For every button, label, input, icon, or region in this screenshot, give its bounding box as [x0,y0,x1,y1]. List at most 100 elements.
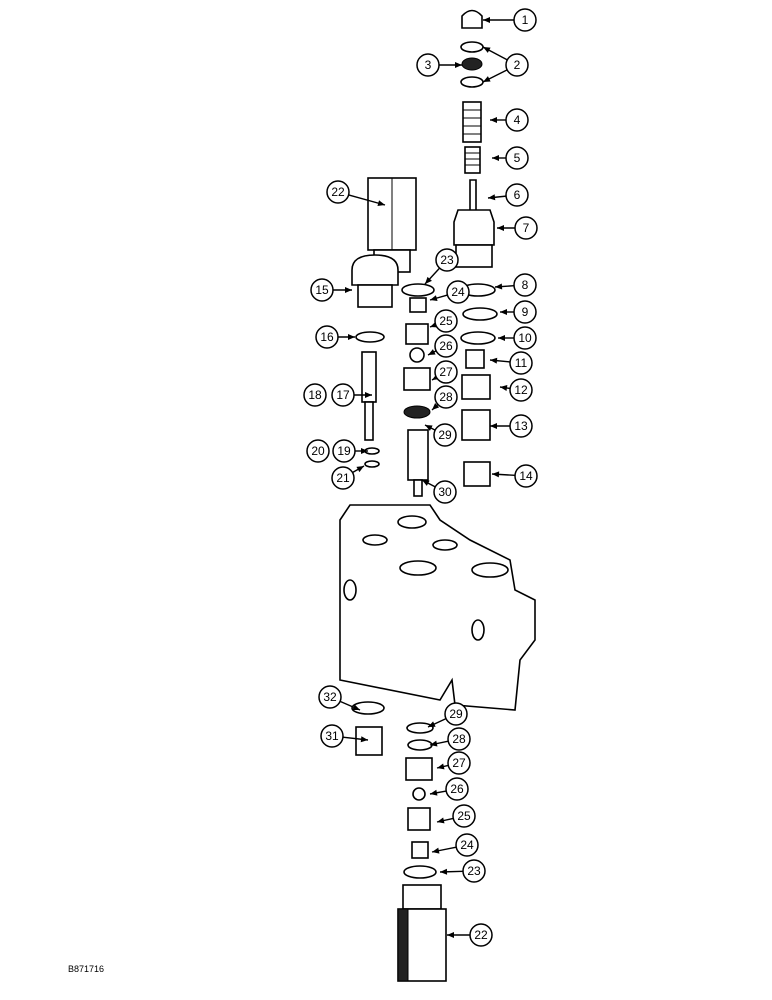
callout-number: 31 [325,729,339,743]
callout-number: 32 [323,690,337,704]
callout-bubble [513,8,537,32]
callout-bubble [416,53,440,77]
callout-number: 11 [515,356,528,370]
arrowhead-icon [428,721,436,727]
callout-2 [482,69,508,83]
arrowhead-icon [490,117,497,123]
arrowhead-icon [483,47,491,53]
callout-bubble [318,685,342,709]
arrowhead-icon [492,155,499,161]
callout-number: 10 [518,331,532,345]
callout-3: 3 [416,53,462,77]
arrowhead-icon [488,194,496,201]
arrowhead-icon [437,817,445,824]
callout-number: 1 [522,13,529,27]
arrowhead-icon [352,704,360,710]
callout-7: 7 [497,216,538,240]
callout-bubble [331,466,355,490]
callout-number: 23 [467,864,481,878]
callout-number: 2 [514,58,521,72]
callout-bubble [434,360,458,384]
callout-bubble [320,724,344,748]
callout-27: 27 [436,751,471,775]
callout-bubble [444,702,468,726]
arrowhead-icon [483,76,491,82]
callout-number: 27 [452,756,466,770]
callout-number: 29 [438,428,452,442]
callout-bubble [469,923,493,947]
callout-11: 11 [489,351,533,375]
arrowhead-icon [500,309,507,315]
callout-bubble [326,180,350,204]
callout-bubble [303,383,327,407]
callout-31: 31 [320,724,369,748]
callout-number: 26 [439,339,453,353]
callout-number: 18 [308,388,322,402]
arrowhead-icon [425,425,433,431]
callout-18: 18 [303,383,327,407]
callout-number: 25 [457,809,471,823]
arrowhead-icon [356,466,364,473]
callout-24: 24 [431,833,479,857]
callout-bubble [435,248,459,272]
callout-19: 19 [332,439,368,463]
callout-bubble [447,727,471,751]
callout-bubble [513,300,537,324]
callout-number: 29 [449,707,463,721]
callout-bubble [462,859,486,883]
callout-number: 20 [311,444,325,458]
callout-26: 26 [429,777,469,801]
callout-21: 21 [331,465,365,490]
callout-number: 26 [450,782,464,796]
callout-number: 6 [514,188,521,202]
callout-number: 8 [522,278,529,292]
callout-number: 5 [514,151,521,165]
callout-bubble [433,480,457,504]
callout-9: 9 [500,300,537,324]
callout-bubble [505,53,529,77]
callout-bubble [433,423,457,447]
callout-23: 23 [439,859,486,883]
callout-number: 28 [452,732,466,746]
arrowhead-icon [483,17,490,23]
callout-bubble [455,833,479,857]
callout-1: 1 [483,8,537,32]
arrowhead-icon [500,385,508,391]
callout-bubble [513,273,537,297]
callout-bubble [446,280,470,304]
callout-number: 19 [337,444,351,458]
callout-15: 15 [310,278,352,302]
arrowhead-icon [437,763,445,770]
callout-bubble [434,334,458,358]
callout-number: 27 [439,365,453,379]
arrowhead-icon [360,736,368,743]
callout-5: 5 [492,146,529,170]
callout-number: 25 [439,314,453,328]
callout-2: 2 [482,46,529,77]
callout-14: 14 [491,464,538,488]
arrowhead-icon [365,392,372,398]
callout-28: 28 [431,385,458,411]
callout-20: 20 [306,439,330,463]
callout-10: 10 [498,326,537,350]
callout-bubble [514,464,538,488]
arrowhead-icon [345,287,352,293]
callout-number: 3 [425,58,432,72]
figure-code: B871716 [68,964,105,974]
callout-number: 9 [522,305,529,319]
callout-13: 13 [490,414,533,438]
arrowhead-icon [495,283,503,290]
arrowhead-icon [447,932,454,938]
arrowhead-icon [440,868,448,875]
arrowhead-icon [432,847,440,854]
callout-32: 32 [318,685,361,711]
callout-number: 24 [451,285,465,299]
callout-number: 13 [514,419,528,433]
callout-bubble [306,439,330,463]
callout-6: 6 [487,183,529,207]
callout-number: 14 [519,469,533,483]
arrowhead-icon [430,789,438,796]
callout-bubble [447,751,471,775]
